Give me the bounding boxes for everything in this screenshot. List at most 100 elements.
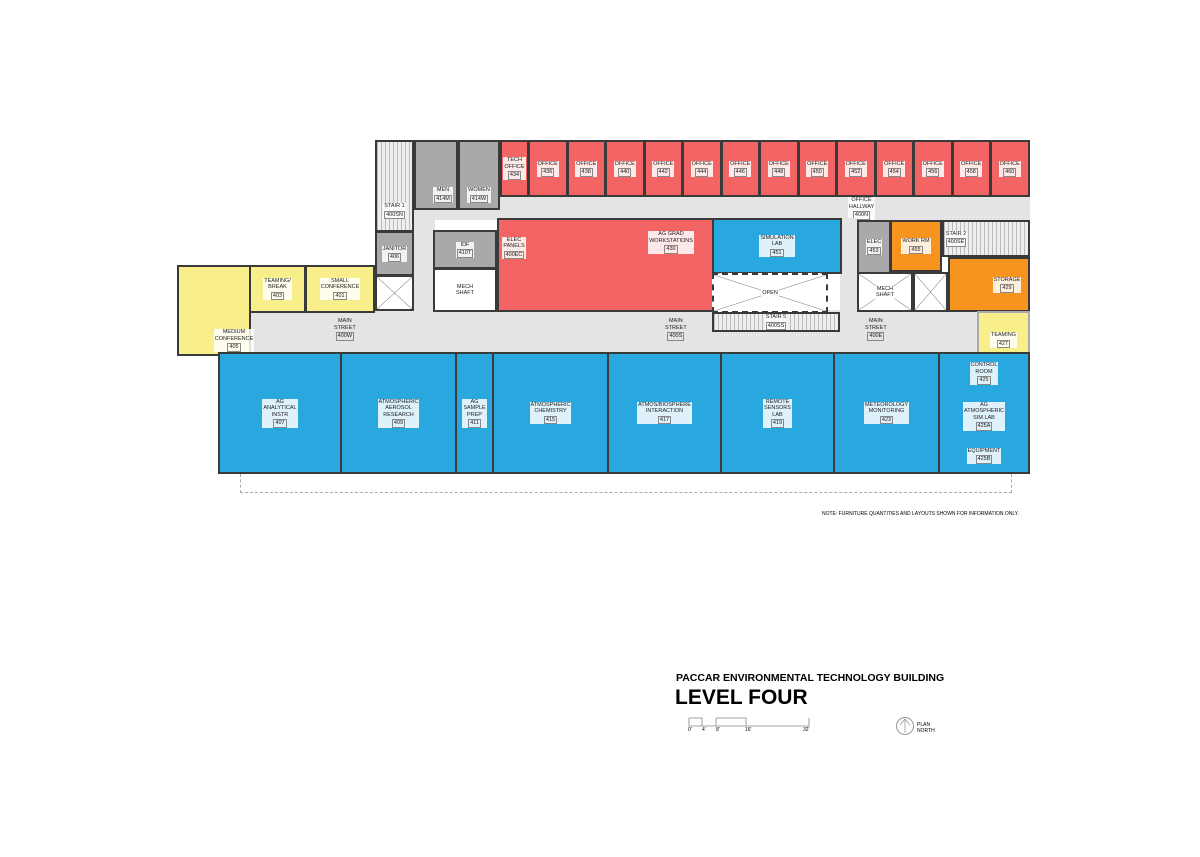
room-number: 423 <box>879 415 894 425</box>
room-name: OFFICE <box>768 160 789 167</box>
level-title: LEVEL FOUR <box>675 686 808 709</box>
room-number: 448 <box>772 168 786 177</box>
room-name: EQUIPMENT <box>967 447 1001 454</box>
room-name: REMOTE SENSORS LAB <box>764 398 791 418</box>
east-corridor <box>840 218 857 312</box>
room-name: SIMULATION LAB <box>760 234 794 248</box>
room-number: 453 <box>867 246 881 255</box>
scale-tick: 0' <box>688 727 692 733</box>
room-name: ELEC <box>866 239 882 245</box>
room-number: 406 <box>387 253 402 262</box>
room-mech-shaft-west: MECH SHAFT <box>433 268 497 312</box>
room-number: 458 <box>964 168 978 177</box>
room-number: 417 <box>657 415 672 425</box>
elevator-west <box>375 275 414 311</box>
scale-tick: 8' <box>716 727 720 733</box>
room-number: 400SE <box>945 238 967 247</box>
room-number: 415 <box>543 415 558 425</box>
room-number: 456 <box>926 168 940 177</box>
room-number: 429 <box>1000 284 1014 293</box>
room-number: 400SN <box>384 210 405 219</box>
room-name: OFFICE <box>807 160 828 167</box>
room-name: TEAMING <box>990 332 1017 338</box>
elevator-east <box>913 272 948 312</box>
open-to-below: OPEN <box>712 273 828 313</box>
room-number: 446 <box>733 168 747 177</box>
room-number: 425A <box>975 422 993 431</box>
room-name: OFFICE <box>653 160 674 167</box>
room-name: MEDIUM CONFERENCE <box>214 329 254 342</box>
room-number: 427 <box>996 339 1011 348</box>
room-name: STAIR 1 <box>384 203 405 209</box>
sunshade-outline <box>240 474 1012 493</box>
room-name: WORK RM <box>902 238 930 244</box>
main-street-corridor <box>250 310 978 354</box>
room-name: OFFICE <box>730 160 751 167</box>
room-name: TECH OFFICE <box>504 157 525 170</box>
room-number: 451 <box>770 248 784 258</box>
building-title: PACCAR ENVIRONMENTAL TECHNOLOGY BUILDING <box>676 672 945 684</box>
room-number: 410T <box>456 249 474 258</box>
room-name: CONTROL ROOM <box>970 362 998 375</box>
scale-tick: 4' <box>702 727 706 733</box>
room-number: 400EC <box>503 250 525 260</box>
room-number: 414M <box>434 194 452 203</box>
room-name: STAIR 5 <box>765 314 787 320</box>
room-name: OFFICE <box>691 160 712 167</box>
room-number: 425 <box>977 376 991 385</box>
room-mech-shaft-east: MECH SHAFT <box>857 272 913 312</box>
scale-tick: 32' <box>803 727 810 733</box>
scale-tick: 16' <box>745 727 752 733</box>
room-number: 440 <box>618 168 632 177</box>
room-number: 400SS <box>765 321 787 330</box>
room-number: 442 <box>656 168 670 177</box>
room-name: TEAMING/ BREAK <box>264 277 291 291</box>
room-name: STAIR 2 <box>945 230 967 237</box>
room-name: MEN <box>436 187 450 193</box>
room-number: 425B <box>975 455 993 464</box>
room-number: 455 <box>909 245 923 254</box>
